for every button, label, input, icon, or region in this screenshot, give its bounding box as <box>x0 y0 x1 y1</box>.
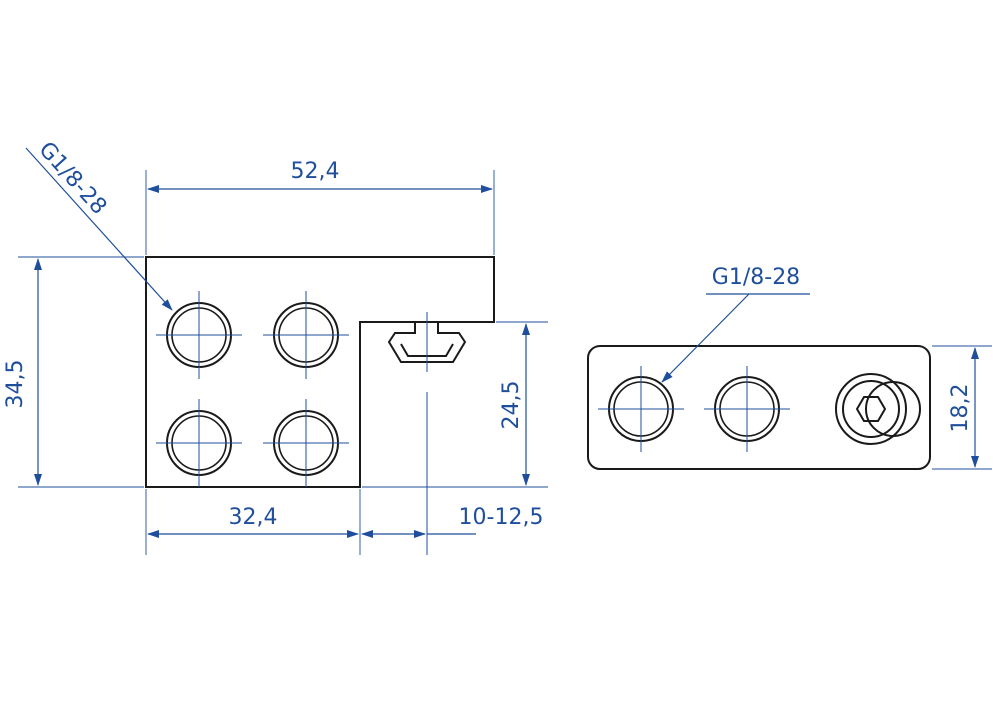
dim-side-height: 18,2 <box>932 345 992 470</box>
side-thread-label: G1/8-28 <box>712 265 800 290</box>
side-body-outline <box>587 345 931 470</box>
side-thread-callout: G1/8-28 <box>661 265 810 383</box>
front-view: 52,4 34,5 32,4 10-12,5 24,5 <box>3 137 548 555</box>
dim-lower-width: 32,4 <box>145 489 361 555</box>
overall-height-label: 34,5 <box>3 360 28 409</box>
dim-slot-height: 24,5 <box>362 321 548 488</box>
side-view: 18,2 G1/8-28 <box>587 265 992 470</box>
overall-width-label: 52,4 <box>291 159 340 184</box>
slot-height-label: 24,5 <box>499 381 524 430</box>
lower-width-label: 32,4 <box>229 505 278 530</box>
dim-overall-height: 34,5 <box>3 256 144 488</box>
dim-clamp-range: 10-12,5 <box>361 505 544 538</box>
front-center-lines <box>156 291 428 555</box>
front-body-outline <box>145 256 495 488</box>
socket-screw-icon <box>835 373 921 445</box>
dim-overall-width: 52,4 <box>145 159 495 255</box>
side-height-label: 18,2 <box>948 384 973 433</box>
front-thread-label: G1/8-28 <box>34 137 112 219</box>
clamp-range-label: 10-12,5 <box>459 505 544 530</box>
front-thread-callout: G1/8-28 <box>25 137 173 311</box>
side-center-lines <box>598 366 790 452</box>
